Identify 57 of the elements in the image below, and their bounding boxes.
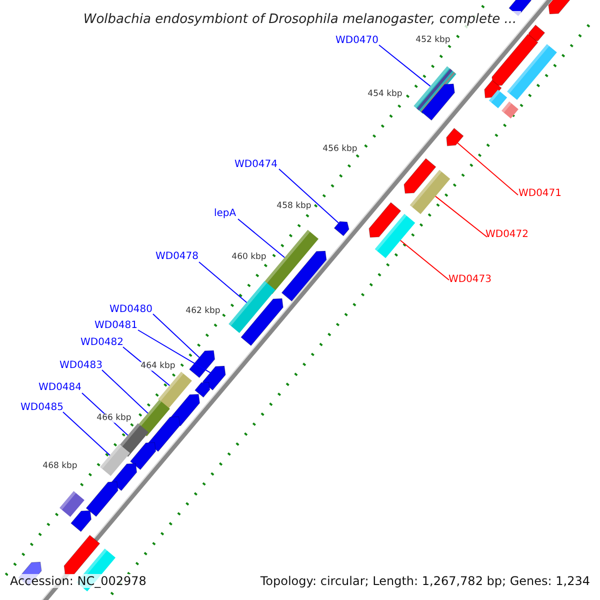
gene-feature: [404, 158, 436, 194]
leader-line: [138, 330, 211, 374]
leader-line: [62, 412, 110, 456]
gene-feature: [446, 128, 464, 146]
gene-feature: [194, 382, 210, 398]
leader-line: [378, 44, 431, 87]
gene-feature: [70, 510, 92, 532]
leader-line: [278, 168, 340, 224]
leader-line: [435, 196, 488, 238]
scale-label: 464 kbp: [140, 362, 176, 370]
gene-label: WD0470: [335, 36, 379, 46]
gene-label: WD0485: [20, 403, 64, 413]
gene-feature: [548, 0, 572, 14]
leader-line: [400, 240, 450, 280]
gene-feature: [148, 416, 180, 452]
sequence-info-text: Topology: circular; Length: 1,267,782 bp; Genes: 1,234: [258, 574, 592, 588]
scale-label: 458 kbp: [276, 202, 312, 210]
gene-label: WD0480: [109, 305, 153, 315]
gene-feature: [368, 202, 402, 238]
leader-line: [198, 262, 248, 303]
gene-feature: [130, 442, 156, 470]
gene-label: WD0482: [80, 338, 124, 348]
gene-label: WD0483: [59, 361, 103, 371]
leader-line: [102, 370, 148, 414]
leader-line: [457, 142, 518, 196]
gene-label: WD0481: [94, 321, 138, 331]
gene-feature: [86, 481, 118, 517]
scale-label: 466 kbp: [96, 414, 132, 422]
scale-label: 460 kbp: [232, 252, 266, 262]
scale-label: 454 kbp: [368, 90, 402, 98]
scale-label: 452 kbp: [416, 36, 450, 44]
gene-feature: [484, 80, 502, 98]
gene-feature: [421, 84, 455, 121]
gene-label: lepA: [214, 209, 236, 219]
gene-label: WD0478: [155, 252, 199, 262]
scale-label: 462 kbp: [186, 306, 220, 316]
gene-feature: [110, 463, 138, 492]
gene-label: WD0484: [38, 383, 82, 393]
leader-line: [238, 218, 286, 258]
gene-feature: [188, 350, 216, 378]
scale-label: 456 kbp: [322, 144, 358, 154]
gene-feature: [281, 250, 327, 302]
accession-text: Accession: NC_002978: [8, 574, 148, 588]
gene-label: WD0472: [485, 230, 529, 240]
gene-feature: [202, 366, 226, 391]
gene-feature: [170, 394, 200, 426]
scale-label: 468 kbp: [42, 462, 78, 470]
gene-feature: [64, 534, 100, 575]
gene-label: WD0473: [448, 275, 492, 285]
gene-label: WD0474: [234, 160, 278, 170]
gene-feature: [240, 298, 284, 346]
gene-block: [488, 90, 508, 108]
gene-block: [502, 102, 518, 118]
leader-line: [152, 314, 200, 358]
gene-label: WD0471: [518, 189, 562, 199]
gene-feature: [492, 34, 538, 86]
gene-feature: [334, 221, 350, 236]
